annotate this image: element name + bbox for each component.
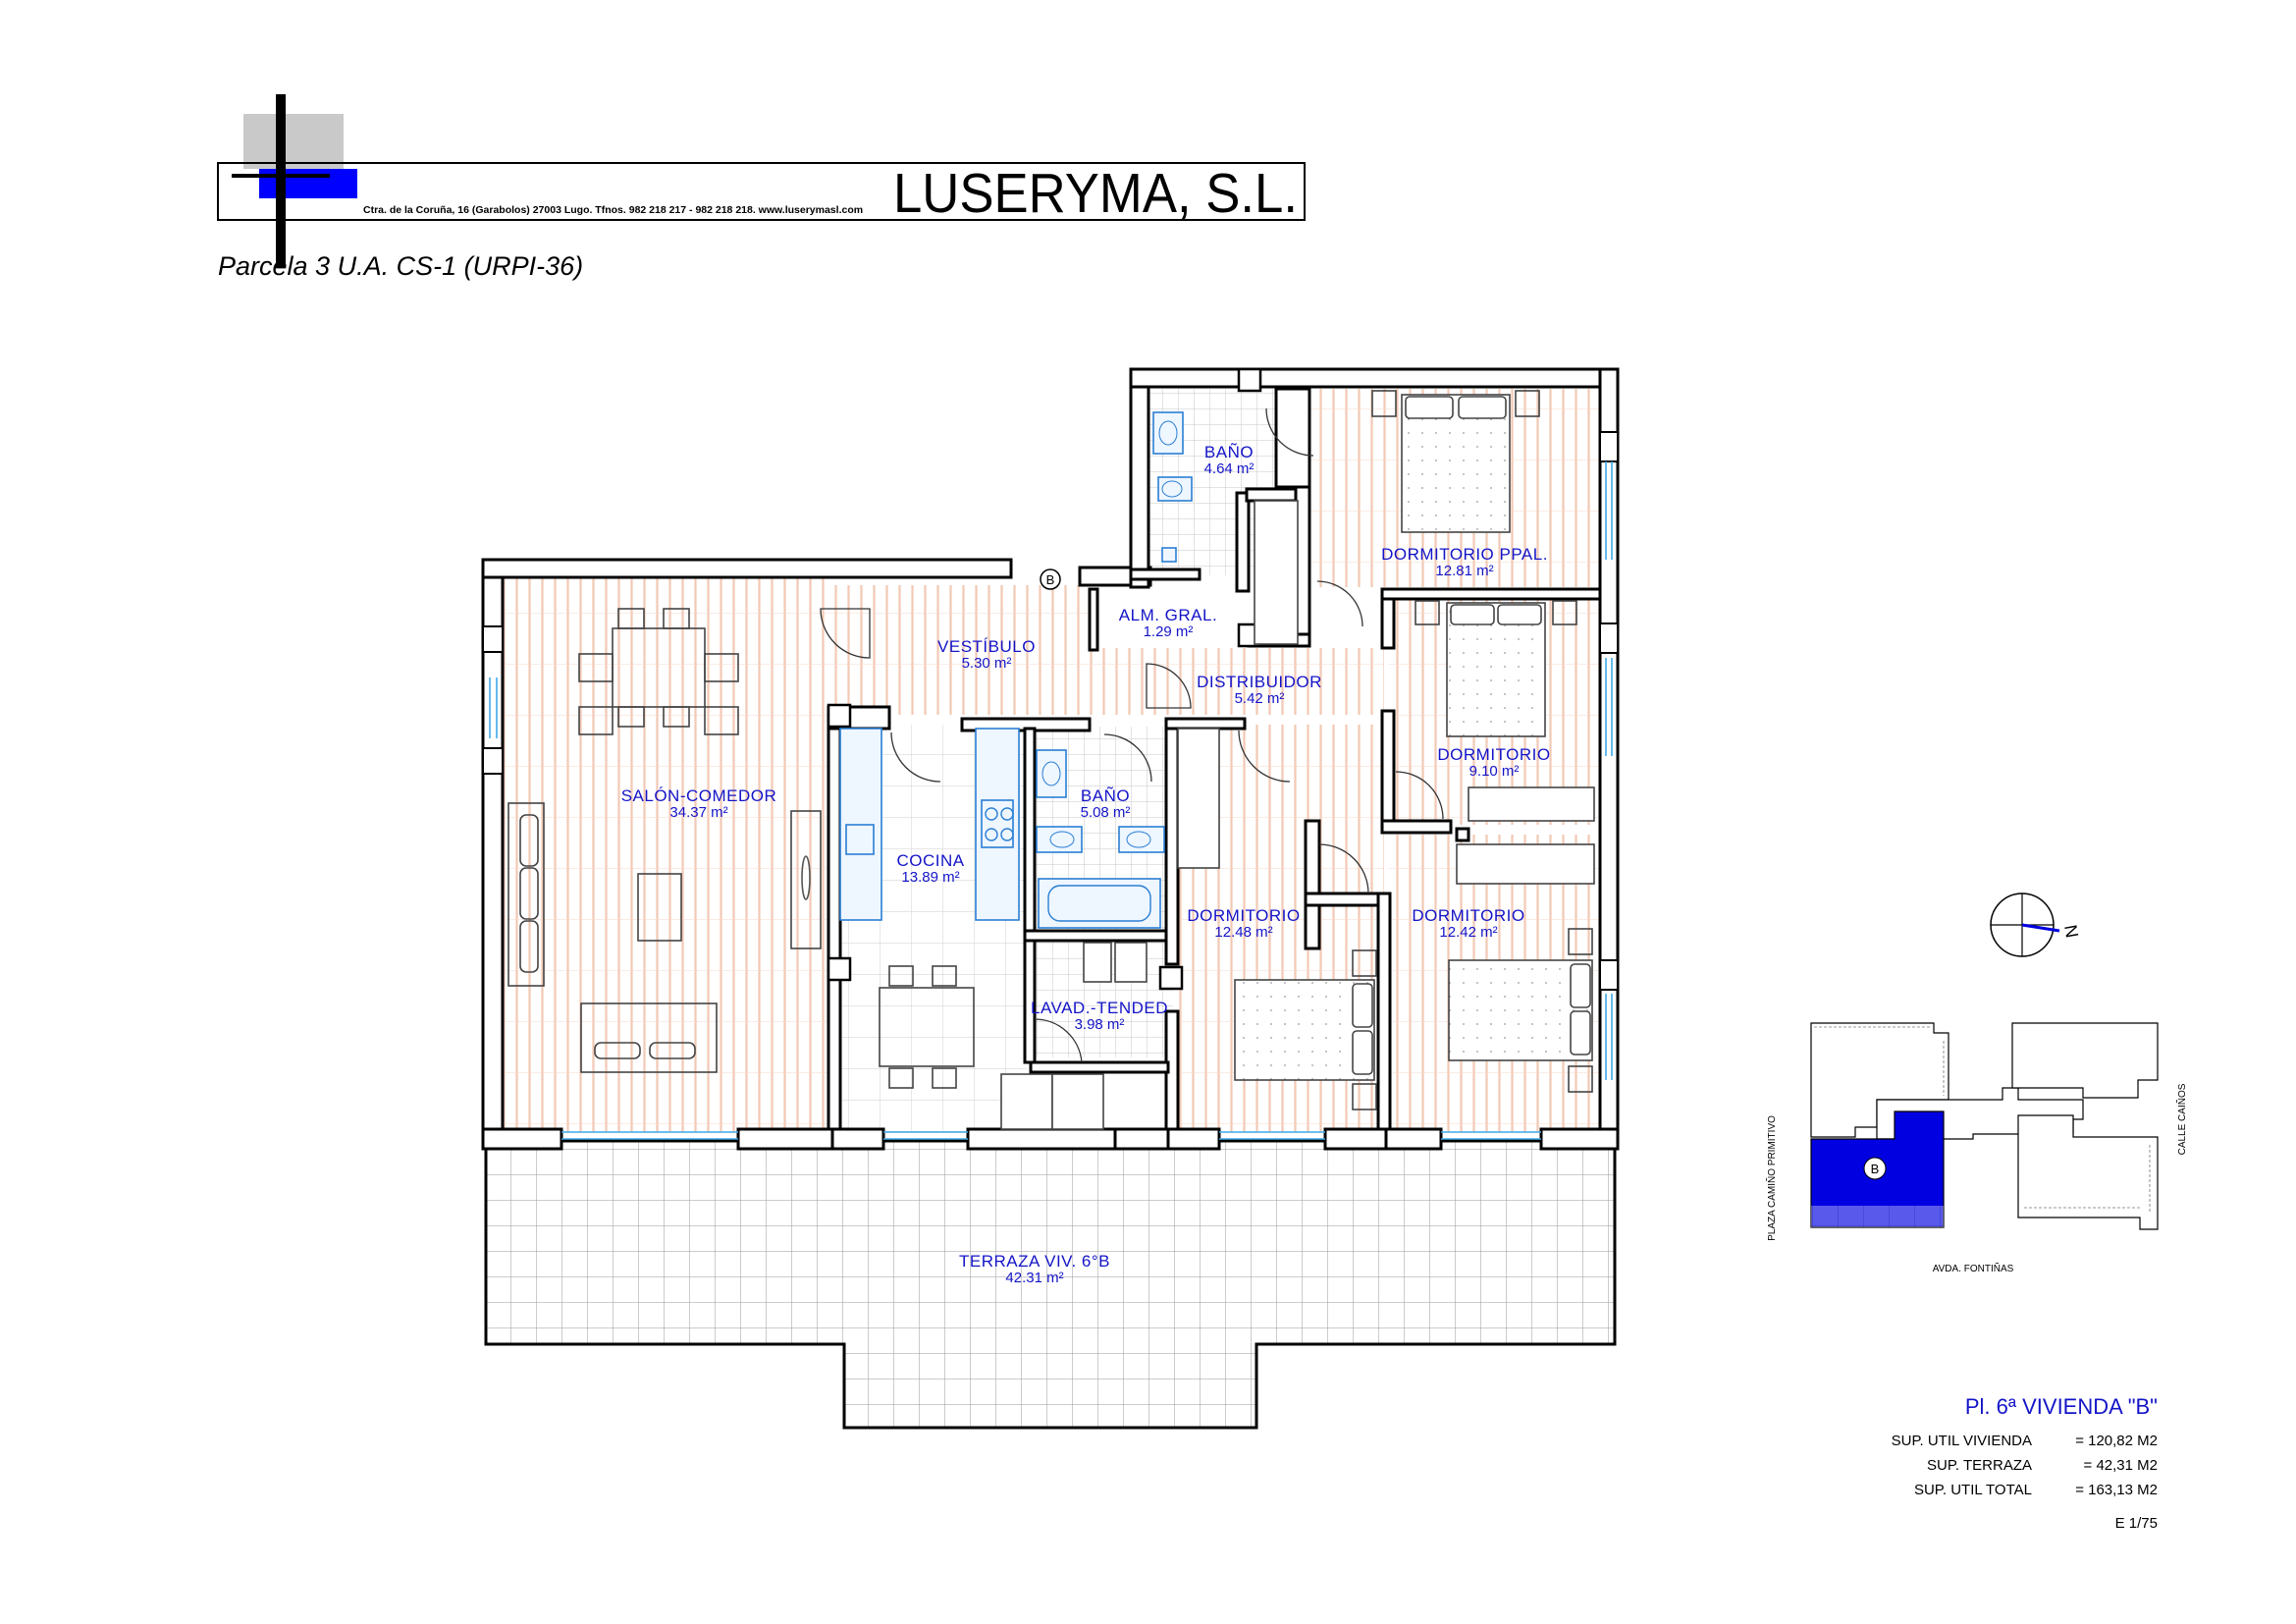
summary-value: = 42,31 M2 [2084,1457,2158,1474]
room-name: DORMITORIO PPAL. [1381,545,1548,564]
summary-label: SUP. TERRAZA [1927,1457,2032,1474]
room-name: ALM. GRAL. [1119,606,1217,624]
north-label: N [2060,923,2082,939]
company-address: Ctra. de la Coruña, 16 (Garabolos) 27003… [363,204,863,216]
wardrobes [1177,500,1595,885]
room-area: 3.98 m² [1075,1016,1125,1033]
room-name: SALÓN-COMEDOR [621,786,777,805]
street-left-label: PLAZA CAMIÑO PRIMITIVO [1765,1115,1778,1241]
room-area: 1.29 m² [1144,623,1194,640]
room-area: 9.10 m² [1469,763,1520,780]
svg-text:B: B [1046,572,1055,587]
dining-table [578,608,739,735]
site-location-plan: B PLAZA CAMIÑO PRIMITIVO CALLE CAIÑOS AV… [1765,1022,2188,1274]
sofa [507,802,822,1073]
columns [482,367,1619,991]
company-name: LUSERYMA, S.L. [893,162,1298,225]
windows [489,461,1613,1140]
summary-label: SUP. UTIL TOTAL [1914,1482,2032,1498]
street-right-label: CALLE CAIÑOS [2175,1083,2188,1155]
parcel-label: Parcela 3 U.A. CS-1 (URPI-36) [218,251,583,281]
laundry-fixtures [1000,942,1148,1130]
room-area: 42.31 m² [1005,1270,1063,1286]
bed-main-bedroom [1371,390,1540,533]
summary-label: SUP. UTIL VIVIENDA [1892,1433,2032,1449]
street-bottom-label: AVDA. FONTIÑAS [1933,1262,2014,1274]
room-area: 12.48 m² [1214,924,1272,941]
room-name: LAVAD.-TENDED [1031,999,1168,1017]
room-area: 5.30 m² [962,655,1012,672]
surface-summary: Pl. 6ª VIVIENDA "B" SUP. UTIL VIVIENDA =… [1892,1394,2158,1532]
room-name: TERRAZA VIV. 6°B [959,1252,1110,1271]
storage-floor [1095,601,1250,646]
room-area: 12.42 m² [1439,924,1497,941]
bed-bedroom-4 [1448,928,1593,1093]
room-name: DORMITORIO [1437,745,1550,764]
room-name: COCINA [896,851,964,870]
room-name: BAÑO [1204,443,1254,461]
summary-value: = 120,82 M2 [2075,1433,2158,1449]
room-area: 34.37 m² [669,804,727,821]
bathroom2-fixtures [1036,749,1165,929]
room-name: DISTRIBUIDOR [1197,673,1322,691]
room-area: 12.81 m² [1435,563,1493,579]
vestibulo-floor [834,585,1090,715]
scale-label: E 1/75 [2115,1515,2158,1532]
kitchen-table [879,965,975,1089]
room-area: 4.64 m² [1204,460,1255,477]
entry-marker: B [1040,568,1061,590]
room-name: BAÑO [1081,786,1130,805]
bed-bedroom-3 [1234,949,1377,1110]
company-logo [232,94,357,267]
distribuidor-floor [1090,648,1384,715]
terrace-floor [484,1139,1617,1430]
title-block-frame [217,162,1306,221]
summary-value: = 163,13 M2 [2075,1482,2158,1498]
site-marker: B [1871,1162,1880,1176]
room-name: DORMITORIO [1412,906,1524,925]
bathroom1-fixtures [1152,411,1193,563]
room-name: DORMITORIO [1187,906,1300,925]
room-name: VESTÍBULO [937,637,1036,656]
kitchen-counters [839,728,1020,921]
bed-bedroom-2 [1415,600,1577,737]
room-area: 13.89 m² [901,869,959,886]
salon-floor [504,575,834,1132]
room-area: 5.42 m² [1235,690,1285,707]
room-labels: BAÑO 4.64 m² DORMITORIO PPAL. 12.81 m² A… [621,443,1550,1286]
summary-title: Pl. 6ª VIVIENDA "B" [1965,1394,2158,1419]
doors [820,407,1444,1063]
room-area: 5.08 m² [1081,804,1131,821]
north-arrow-icon: N [1990,893,2082,957]
